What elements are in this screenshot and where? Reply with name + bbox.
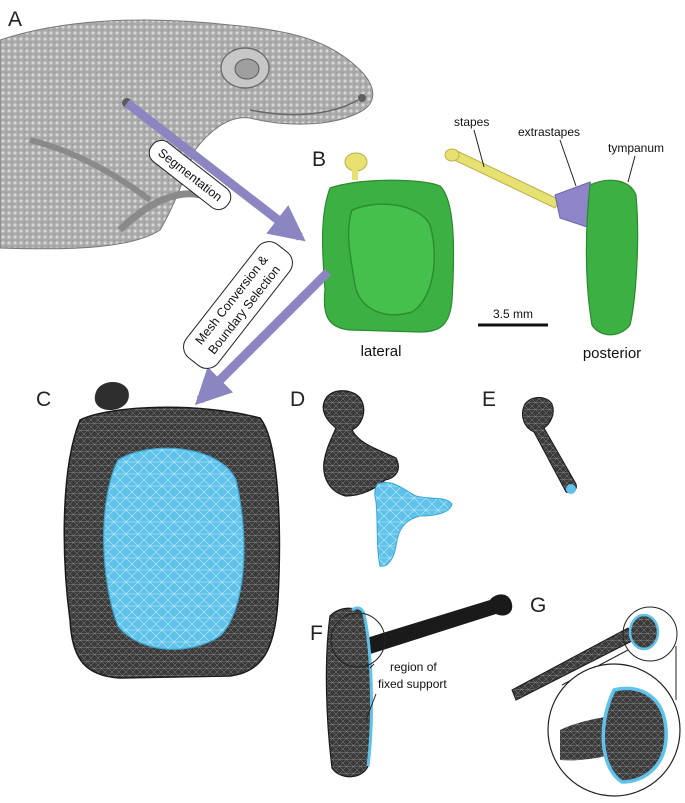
panel-label-f: F bbox=[310, 622, 323, 645]
panel-label-g: G bbox=[530, 594, 546, 617]
stapes-mesh bbox=[522, 397, 576, 494]
lateral-view bbox=[323, 153, 454, 332]
panel-label-c: C bbox=[36, 388, 51, 411]
fixed-support-text-2: fixed support bbox=[378, 677, 447, 691]
panel-label-a: A bbox=[8, 8, 22, 31]
scale-label: 3.5 mm bbox=[493, 307, 533, 321]
panel-label-e: E bbox=[482, 388, 496, 411]
extrastapes-leader bbox=[560, 140, 576, 186]
posterior-label: posterior bbox=[583, 345, 641, 362]
lateral-label: lateral bbox=[361, 343, 402, 360]
extrastapes-label: extrastapes bbox=[518, 125, 580, 139]
tympanum-mesh bbox=[64, 382, 279, 678]
fixed-support-text-1: region of bbox=[390, 660, 437, 674]
posterior-view bbox=[445, 149, 638, 335]
panel-label-d: D bbox=[290, 388, 305, 411]
gecko-scan bbox=[0, 20, 373, 249]
panel-label-b: B bbox=[312, 148, 326, 171]
tympanum-label: tympanum bbox=[608, 141, 664, 155]
mesh-conversion-label: Mesh Conversion & Boundary Selection bbox=[178, 236, 298, 374]
stapes-label: stapes bbox=[454, 115, 489, 129]
extrastapes-mesh bbox=[323, 391, 452, 567]
zoom-inset bbox=[548, 664, 680, 796]
tympanum-leader bbox=[628, 156, 635, 182]
